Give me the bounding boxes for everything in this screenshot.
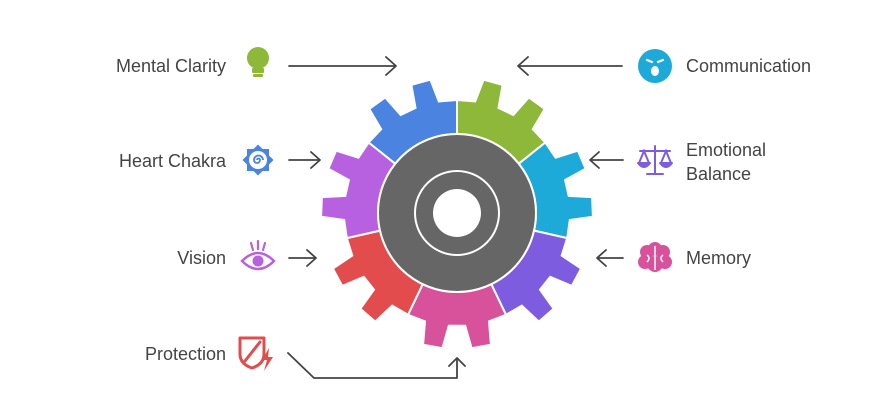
lightbulb-icon: [247, 47, 269, 77]
arrow-heart-chakra: [288, 151, 321, 169]
label-communication: Communication: [686, 56, 812, 76]
label-emotional-balance-line1: Emotional: [686, 140, 767, 160]
arrow-emotional-balance: [589, 151, 624, 169]
eye-icon: [240, 239, 276, 271]
label-vision: Vision: [177, 248, 226, 268]
arrow-protection: [287, 352, 466, 379]
gear-wheel: [320, 78, 594, 350]
label-protection: Protection: [144, 344, 226, 364]
label-emotional-balance: Emotional Balance: [686, 138, 766, 186]
arrow-memory: [596, 249, 624, 267]
gear-segment-memory: [406, 282, 508, 350]
arrow-communication: [517, 56, 623, 76]
label-mental-clarity: Mental Clarity: [115, 56, 226, 76]
arrow-mental-clarity: [288, 56, 397, 76]
gear-inner-ring: [414, 170, 500, 256]
spiral-sun-icon: [242, 144, 274, 176]
label-emotional-balance-line2: Balance: [686, 164, 752, 184]
label-memory: Memory: [686, 248, 752, 268]
speaking-face-icon: [638, 49, 672, 83]
arrow-vision: [288, 249, 317, 267]
label-heart-chakra: Heart Chakra: [118, 151, 226, 171]
brain-icon: [638, 242, 672, 272]
shield-bolt-icon: [238, 336, 273, 371]
scales-icon: [637, 145, 673, 175]
gear-center-hole: [433, 189, 481, 237]
